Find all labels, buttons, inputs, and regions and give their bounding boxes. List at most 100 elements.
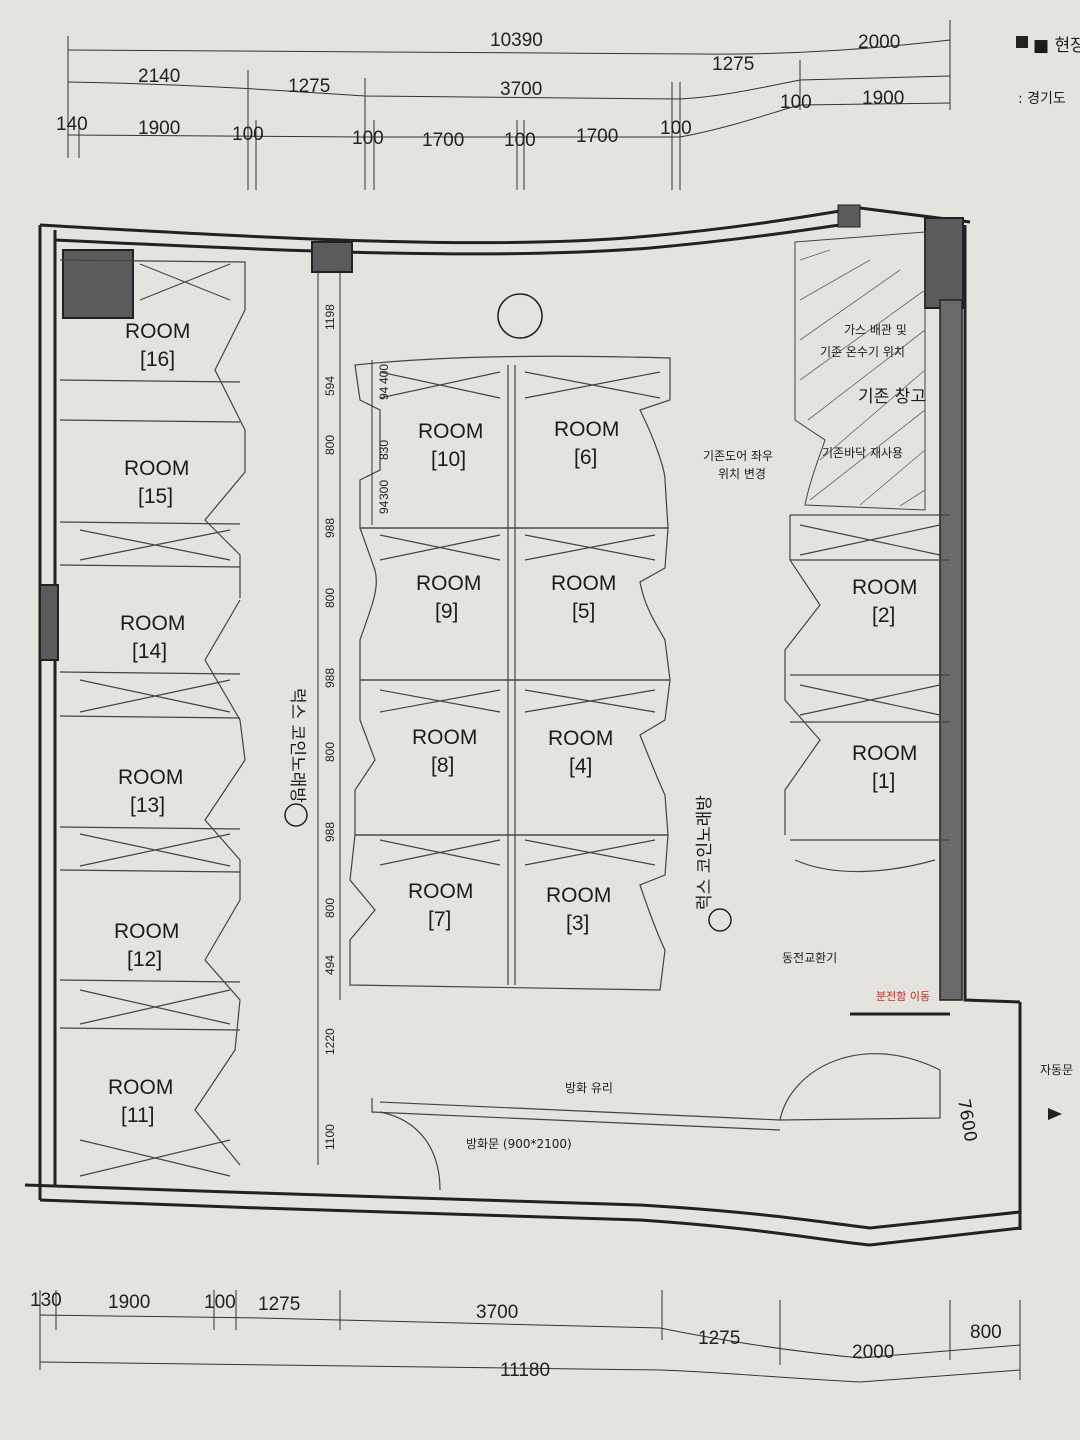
room-10-label: ROOM bbox=[418, 420, 483, 443]
dim-top-100-c: 100 bbox=[504, 130, 536, 151]
room-5-label: ROOM bbox=[551, 572, 616, 595]
logo-seal-left bbox=[284, 803, 308, 827]
header-square bbox=[1016, 36, 1028, 48]
dim-bottom-130: 130 bbox=[30, 1290, 62, 1311]
note-auto-door: 자동문 bbox=[1040, 1063, 1073, 1077]
idim-830: 830 bbox=[377, 440, 391, 460]
room-4-num: [4] bbox=[569, 755, 592, 778]
room-8-num: [8] bbox=[431, 754, 454, 777]
room-3-label: ROOM bbox=[546, 884, 611, 907]
room-13-num: [13] bbox=[130, 794, 165, 817]
idim-300: 300 bbox=[377, 480, 391, 500]
dim-top-1275-right: 1275 bbox=[712, 54, 754, 75]
dim-top-140: 140 bbox=[56, 114, 88, 135]
header-address: : 경기도 bbox=[1018, 91, 1066, 107]
column-top-left bbox=[62, 249, 134, 319]
vdim-594: 594 bbox=[323, 376, 337, 396]
dim-top-100-a: 100 bbox=[232, 124, 264, 145]
room-12-label: ROOM bbox=[114, 920, 179, 943]
vdim-494: 494 bbox=[323, 955, 337, 975]
dim-top-3700: 3700 bbox=[500, 79, 542, 100]
vertical-dimensions: 1198 594 800 988 800 988 800 988 800 494… bbox=[317, 270, 391, 1165]
note-fire-glass: 방화 유리 bbox=[565, 1081, 613, 1095]
dim-top-1700-b: 1700 bbox=[576, 126, 618, 147]
vdim-1100: 1100 bbox=[323, 1124, 337, 1150]
room-9-num: [9] bbox=[435, 600, 458, 623]
room-7-num: [7] bbox=[428, 908, 451, 931]
room-13-label: ROOM bbox=[118, 766, 183, 789]
room-1-label: ROOM bbox=[852, 742, 917, 765]
idim-94-b: 94 bbox=[377, 500, 391, 514]
dim-bottom-2000: 2000 bbox=[852, 1342, 894, 1363]
note-fire-door: 방화문 (900*2100) bbox=[466, 1137, 572, 1151]
column-top-right-small bbox=[837, 204, 861, 228]
vdim-988-a: 988 bbox=[323, 518, 337, 538]
dim-bottom-3700: 3700 bbox=[476, 1302, 518, 1323]
top-dimensions: 10390 2000 2140 1275 3700 1275 100 1900 … bbox=[56, 20, 951, 190]
room-7-label: ROOM bbox=[408, 880, 473, 903]
note-red-panel: 분전함 이동 bbox=[876, 990, 930, 1003]
vdim-800-a: 800 bbox=[323, 435, 337, 455]
bottom-dimensions: 130 1900 100 1275 3700 1275 2000 800 111… bbox=[30, 1290, 1021, 1383]
corridor-sign-left: 럭스 코인노래방 bbox=[287, 688, 307, 803]
room-14-num: [14] bbox=[132, 640, 167, 663]
note-storage: 기존 창고 bbox=[858, 387, 926, 407]
room-9-label: ROOM bbox=[416, 572, 481, 595]
room-6-num: [6] bbox=[574, 446, 597, 469]
dim-top-right-total: 2000 bbox=[858, 32, 900, 53]
right-room-column bbox=[784, 514, 950, 873]
logo-seal-right bbox=[708, 908, 732, 932]
room-1-num: [1] bbox=[872, 770, 895, 793]
left-room-column bbox=[59, 259, 246, 1177]
note-gas-2: 기존 온수기 위치 bbox=[820, 345, 905, 359]
room-16-label: ROOM bbox=[125, 320, 190, 343]
note-floor: 기존바닥 재사용 bbox=[822, 446, 903, 460]
column-left bbox=[39, 584, 59, 661]
note-coin-changer: 동전교환기 bbox=[782, 951, 837, 965]
dim-overall-top: 10390 bbox=[490, 30, 543, 51]
dim-top-2140: 2140 bbox=[138, 66, 180, 87]
dim-bottom-1275-right: 1275 bbox=[698, 1328, 740, 1349]
room-11-label: ROOM bbox=[108, 1076, 173, 1099]
dim-bottom-1275-left: 1275 bbox=[258, 1294, 300, 1315]
vdim-988-c: 988 bbox=[323, 822, 337, 842]
note-door-2: 위치 변경 bbox=[718, 467, 766, 481]
center-room-block bbox=[349, 355, 671, 991]
vdim-1198: 1198 bbox=[323, 304, 337, 330]
dim-bottom-100: 100 bbox=[204, 1292, 236, 1313]
dim-top-100-b: 100 bbox=[352, 128, 384, 149]
dim-top-100-right: 100 bbox=[780, 92, 812, 113]
column-right-wall bbox=[939, 299, 963, 1001]
vdim-988-b: 988 bbox=[323, 668, 337, 688]
room-14-label: ROOM bbox=[120, 612, 185, 635]
header-title: ■ 현장 bbox=[1033, 36, 1080, 56]
dim-top-1275-left: 1275 bbox=[288, 76, 330, 97]
dim-top-1700-a: 1700 bbox=[422, 130, 464, 151]
room-15-num: [15] bbox=[138, 485, 173, 508]
note-gas-1: 가스 배관 및 bbox=[844, 323, 907, 337]
room-2-num: [2] bbox=[872, 604, 895, 627]
idim-400: 400 bbox=[377, 364, 391, 384]
dim-top-1900: 1900 bbox=[138, 118, 180, 139]
room-3-num: [3] bbox=[566, 912, 589, 935]
dim-top-1900-right: 1900 bbox=[862, 88, 904, 109]
room-2-label: ROOM bbox=[852, 576, 917, 599]
storage-area: 가스 배관 및 기존 온수기 위치 기존 창고 기존바닥 재사용 bbox=[794, 231, 926, 511]
room-16-num: [16] bbox=[140, 348, 175, 371]
room-4-label: ROOM bbox=[548, 727, 613, 750]
room-5-num: [5] bbox=[572, 600, 595, 623]
room-8-label: ROOM bbox=[412, 726, 477, 749]
room-12-num: [12] bbox=[127, 948, 162, 971]
dim-top-100-d: 100 bbox=[660, 118, 692, 139]
hand-logo bbox=[497, 293, 543, 339]
entry-arrow-icon bbox=[1048, 1108, 1062, 1120]
room-labels: ROOM [16] ROOM [15] ROOM [14] ROOM [13] … bbox=[108, 320, 917, 1127]
vdim-800-c: 800 bbox=[323, 742, 337, 762]
room-11-num: [11] bbox=[121, 1104, 154, 1127]
vdim-800-d: 800 bbox=[323, 898, 337, 918]
room-6-label: ROOM bbox=[554, 418, 619, 441]
room-10-num: [10] bbox=[431, 448, 466, 471]
dim-bottom-800: 800 bbox=[970, 1322, 1002, 1343]
